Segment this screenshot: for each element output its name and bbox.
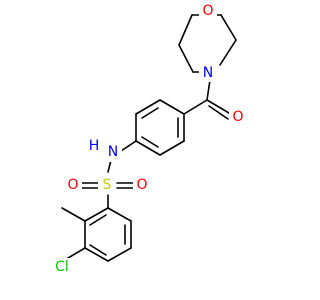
atom-label-o-sulfonyl-left: O (67, 177, 78, 193)
bond (183, 99, 208, 115)
bond (206, 99, 230, 114)
bond (84, 207, 109, 222)
bond (67, 247, 86, 259)
bond (159, 140, 185, 156)
bond (61, 207, 86, 222)
bond (84, 247, 109, 262)
bond (107, 207, 132, 222)
bond (89, 214, 107, 226)
bond (141, 136, 159, 148)
atom-label-o-sulfonyl-right: O (136, 177, 147, 193)
atom-labels: N O H N S O O Cl O (50, 2, 247, 276)
atom-label-n-morpholine: N (203, 65, 213, 81)
atom-label-cl: Cl (55, 259, 69, 275)
atom-label-o-carbonyl: O (232, 109, 243, 125)
bond (120, 140, 137, 152)
molecule-structure-diagram: N O H N S O O Cl O (50, 2, 247, 276)
atom-label-n-amide: N (108, 144, 118, 160)
bond (220, 14, 237, 41)
bond (141, 107, 159, 119)
atom-label-s: S (103, 177, 112, 193)
bond (178, 44, 194, 73)
atom-label-o-morpholine: O (202, 3, 213, 19)
bond (135, 140, 161, 156)
bond (89, 244, 107, 256)
bond (178, 14, 193, 46)
bond (208, 105, 229, 120)
bond (206, 79, 211, 101)
bond (219, 39, 237, 66)
bond (107, 247, 132, 262)
atom-label-h: H (89, 138, 100, 154)
bond (135, 99, 161, 115)
bond (159, 99, 185, 115)
